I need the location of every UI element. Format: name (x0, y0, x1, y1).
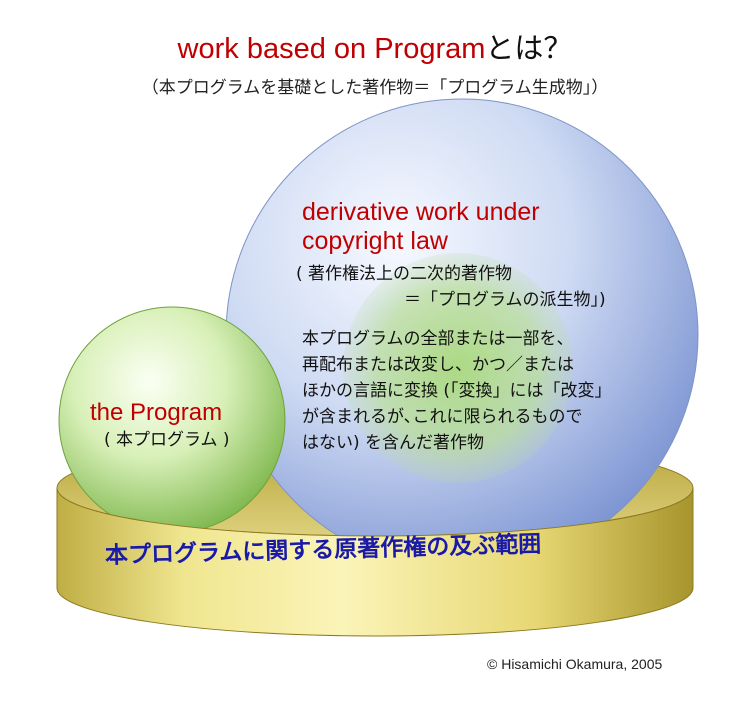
derivative-description: 本プログラムの全部または一部を、 再配布または改変し、かつ／または ほかの言語に… (302, 326, 612, 456)
page-subtitle: （本プログラムを基礎とした著作物＝「プログラム生成物」） (141, 78, 609, 98)
derivative-heading-line2: copyright law (302, 227, 448, 255)
title-jp: とは？ (485, 31, 573, 65)
desc-line: 本プログラムの全部または一部を、 (302, 329, 574, 349)
title-en: work based on Program (177, 33, 486, 65)
band-front (56, 487, 694, 637)
program-jp: ( 本プログラム ) (104, 430, 230, 450)
desc-line: ほかの言語に変換 (「変換」には「改変」 (302, 381, 612, 401)
copyright-text: © Hisamichi Okamura, 2005 (487, 656, 663, 672)
desc-line: が含まれるが､これに限られるもので (302, 407, 583, 427)
page-title: work based on Programとは？ (0, 30, 750, 67)
program-heading: the Program (90, 399, 223, 426)
derivative-heading: derivative work under copyright law (302, 198, 540, 256)
derivative-jp-line2: ＝「プログラムの派生物」) (404, 290, 606, 310)
program-overlap-area (343, 253, 573, 483)
desc-line: はない) を含んだ著作物 (302, 433, 485, 453)
derivative-heading-line1: derivative work under (302, 198, 540, 226)
desc-line: 再配布または改変し、かつ／または (302, 355, 574, 375)
derivative-jp-line1: ( 著作権法上の二次的著作物 (296, 264, 513, 284)
